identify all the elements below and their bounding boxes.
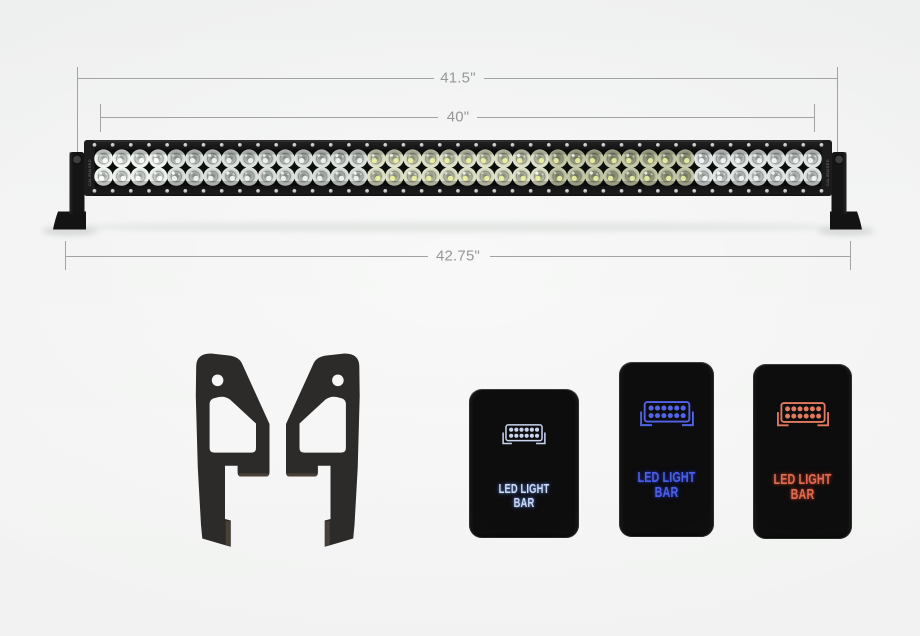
dimension-line	[490, 256, 850, 257]
dimension-tick	[65, 241, 66, 270]
end-cap-brand-left: CALIRAISED	[87, 159, 92, 186]
switch-label-line1: LED LIGHT	[498, 481, 550, 496]
bar-left-foot	[53, 152, 86, 230]
end-cap-brand-right: CALIRAISED	[825, 159, 830, 186]
dimension-bottom: 42.75"	[65, 241, 851, 270]
dimension-label: 41.5"	[440, 69, 476, 87]
switch-label-line2: BAR	[790, 486, 815, 503]
bar-end-cap-right	[821, 140, 832, 196]
dimension-tick	[77, 67, 78, 160]
dimension-tick	[100, 104, 101, 132]
led-bar-icon	[502, 424, 546, 445]
dimension-middle: 40"	[100, 104, 815, 132]
switch-red: LED LIGHT BAR	[753, 364, 852, 539]
bar-end-cap-left	[84, 140, 95, 196]
dimension-tick	[814, 104, 815, 132]
dimension-top: 41.5"	[77, 67, 838, 160]
led-bar-icon	[776, 402, 829, 427]
bar-rivets	[92, 143, 824, 193]
bracket-left	[195, 353, 270, 547]
dimension-label: 40"	[446, 108, 470, 126]
switch-white-blue: LED LIGHT BAR	[469, 389, 579, 538]
switch-label-line2: BAR	[654, 485, 679, 502]
switch-label-line1: LED LIGHT	[773, 471, 832, 488]
dimension-line	[78, 78, 434, 79]
dimension-tick	[850, 241, 851, 270]
switch-label-line1: LED LIGHT	[637, 470, 696, 486]
bar-shadow	[73, 222, 843, 232]
dimension-line	[477, 117, 814, 118]
bar-right-foot	[830, 152, 862, 230]
dimension-line	[101, 117, 438, 118]
dimension-label: 42.75"	[435, 247, 481, 265]
led-light-bar: CALIRAISED CALIRAISED	[42, 140, 874, 236]
switch-blue: LED LIGHT BAR	[619, 362, 714, 537]
dimension-line	[484, 78, 837, 79]
switch-label-line2: BAR	[513, 494, 535, 510]
bar-lens-area	[94, 149, 822, 186]
led-bar-icon	[639, 400, 694, 426]
bar-lenses	[94, 149, 822, 186]
dimension-tick	[837, 67, 838, 160]
bracket-right	[286, 353, 360, 547]
mounting-brackets	[195, 353, 360, 547]
dimension-line	[66, 256, 428, 257]
